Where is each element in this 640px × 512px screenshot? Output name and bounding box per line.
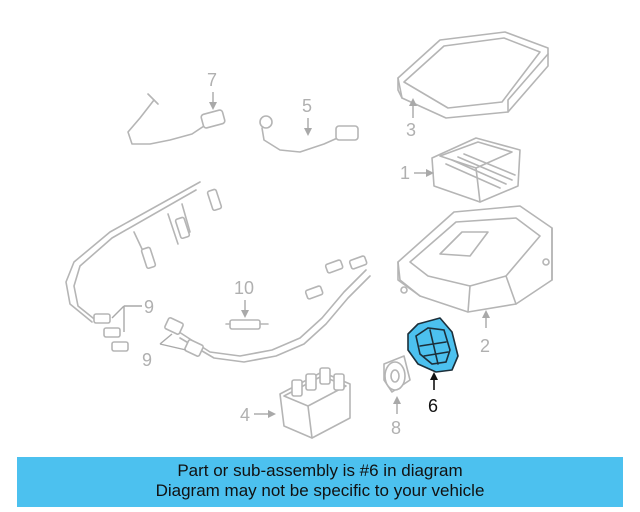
callout-3: 3	[406, 120, 416, 140]
arrowhead-7	[209, 102, 217, 110]
banner-line-disclaimer: Diagram may not be specific to your vehi…	[155, 481, 485, 500]
part-4-ignition-coil-pack	[279, 367, 351, 439]
callout-2: 2	[480, 336, 490, 356]
arrowhead-8	[393, 396, 401, 404]
info-banner: Part or sub-assembly is #6 in diagram Di…	[17, 457, 623, 507]
part-8-rubber-mount	[383, 355, 411, 393]
leader-line-9a-fan	[111, 305, 125, 319]
part-3-control-module-cover	[397, 31, 549, 119]
callout-7: 7	[207, 70, 217, 90]
callout-10: 10	[234, 278, 254, 298]
callout-4: 4	[240, 405, 250, 425]
callout-5: 5	[302, 96, 312, 116]
leader-line-9b-fan	[159, 343, 187, 351]
leader-line-9b	[159, 333, 173, 345]
banner-line-part-number: Part or sub-assembly is #6 in diagram	[177, 461, 463, 480]
arrowhead-2	[482, 310, 490, 318]
callout-9a: 9	[144, 297, 154, 317]
parts-diagram: 3 1 2 6 8	[65, 31, 553, 439]
callout-6: 6	[428, 396, 438, 416]
part-2-mounting-tray	[397, 205, 553, 313]
part-7-sensor-cable	[127, 93, 226, 145]
arrowhead-4	[268, 410, 276, 418]
part-6-bracket-highlighted	[407, 317, 459, 373]
callout-8: 8	[391, 418, 401, 438]
arrowhead-6	[430, 372, 438, 380]
part-10-spark-plug	[225, 319, 269, 330]
part-5-knock-sensor	[259, 115, 359, 153]
part-9-wire-harness	[65, 181, 371, 363]
arrowhead-1	[426, 169, 434, 177]
part-1-control-unit	[431, 137, 521, 203]
arrowhead-3	[409, 98, 417, 106]
arrowhead-5	[304, 128, 312, 136]
callout-1: 1	[400, 163, 410, 183]
callout-9b: 9	[142, 350, 152, 370]
arrowhead-10	[241, 310, 249, 318]
